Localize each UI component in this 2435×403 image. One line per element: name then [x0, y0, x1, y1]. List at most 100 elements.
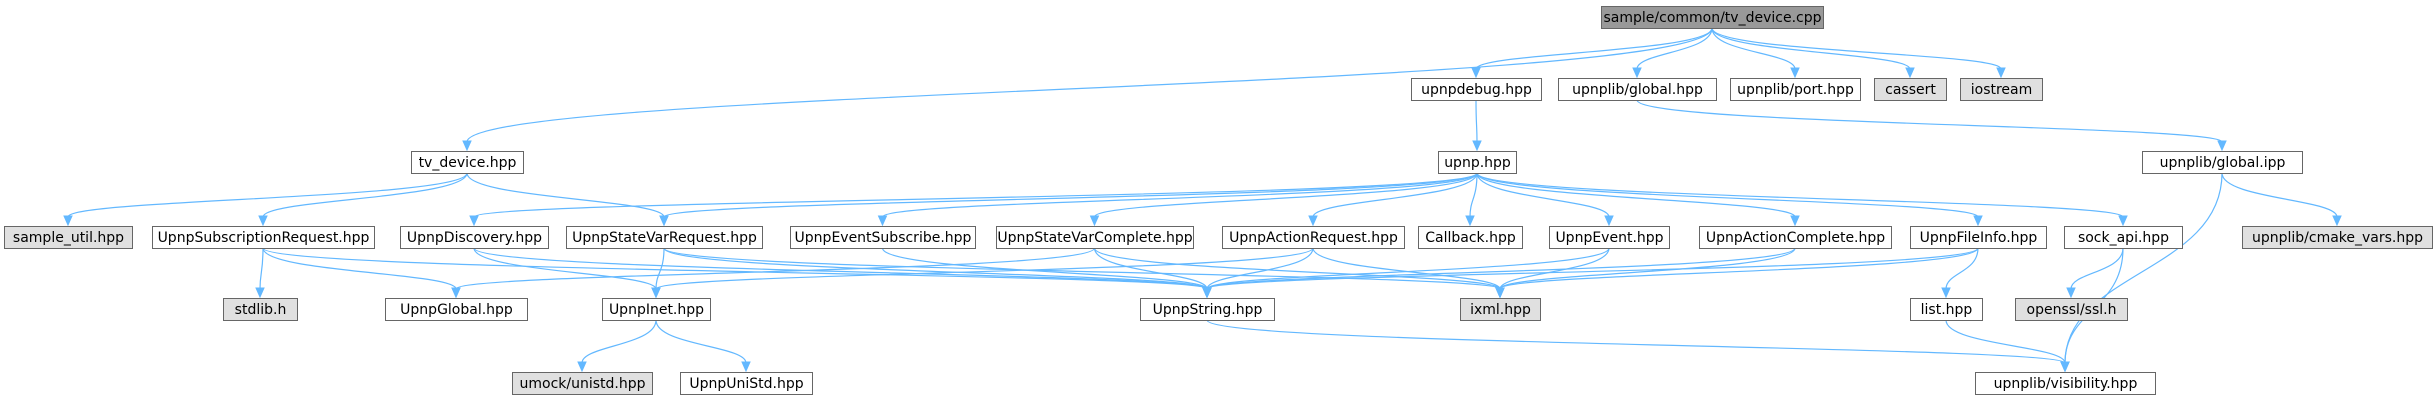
edge-line: [2221, 172, 2338, 218]
node-sock-api[interactable]: sock_api.hpp: [2064, 226, 2183, 249]
node-upnpstatevarcomplete[interactable]: UpnpStateVarComplete.hpp: [996, 226, 1194, 249]
node-callback[interactable]: Callback.hpp: [1418, 226, 1523, 249]
node-upnpdiscovery[interactable]: UpnpDiscovery.hpp: [400, 226, 549, 249]
edge-arrowhead: [462, 140, 472, 152]
edge-root-to-upnplib_port: [1711, 27, 1800, 79]
edge-line: [473, 172, 1478, 218]
node-upnpinet[interactable]: UpnpInet.hpp: [602, 298, 711, 321]
edge-upnp_hpp-to-UpnpFileInfo: [1476, 172, 1983, 227]
node-upnpactioncomplete[interactable]: UpnpActionComplete.hpp: [1699, 226, 1892, 249]
edge-arrowhead: [1973, 215, 1983, 227]
node-upnplib-global-ipp[interactable]: upnplib/global.ipp: [2142, 151, 2303, 174]
node-upnpstatevarrequest[interactable]: UpnpStateVarRequest.hpp: [566, 226, 763, 249]
edge-arrowhead: [451, 287, 461, 299]
node-visibility[interactable]: upnplib/visibility.hpp: [1975, 372, 2156, 395]
edge-line: [1476, 172, 1796, 218]
edge-line: [663, 247, 1208, 290]
node-root[interactable]: sample/common/tv_device.cpp: [1601, 6, 1824, 29]
node-upnpevent[interactable]: UpnpEvent.hpp: [1549, 226, 1670, 249]
edge-UpnpActionRequest-to-UpnpInet: [651, 247, 1314, 299]
edge-arrowhead: [877, 215, 888, 227]
node-label: upnplib/global.ipp: [2160, 155, 2286, 171]
edge-UpnpInet-to-UpnpUniStd: [655, 319, 751, 373]
edge-arrowhead: [741, 361, 751, 373]
edge-line: [262, 172, 468, 218]
node-upnpfileinfo[interactable]: UpnpFileInfo.hpp: [1910, 226, 2047, 249]
edge-UpnpInet-to-umock_unistd: [577, 319, 657, 373]
edge-arrowhead: [63, 215, 73, 227]
edge-tv_device_hpp-to-sample_util: [63, 172, 468, 227]
node-box: [790, 226, 976, 249]
edge-arrowhead: [659, 215, 669, 227]
edge-upnplib_global_ipp-to-visibility: [2060, 172, 2223, 373]
edge-line: [881, 172, 1478, 218]
edge-arrowhead: [1905, 67, 1915, 79]
node-label: iostream: [1971, 82, 2033, 98]
edge-line: [1945, 319, 2066, 364]
node-list[interactable]: list.hpp: [1910, 298, 1983, 321]
node-cmake-vars: upnplib/cmake_vars.hpp: [2242, 226, 2433, 249]
node-label: UpnpFileInfo.hpp: [1920, 230, 2038, 246]
edge-line: [2064, 172, 2223, 364]
node-box: [512, 372, 653, 395]
node-box: [400, 226, 549, 249]
edge-UpnpSubscriptionRequest-to-stdlib: [255, 247, 265, 299]
edge-line: [881, 247, 1208, 290]
edge-arrowhead: [1790, 215, 1800, 227]
node-openssl: openssl/ssl.h: [2015, 298, 2128, 321]
edge-line: [1945, 247, 1979, 290]
node-box: [1438, 151, 1517, 174]
node-upnpsubscriptionrequest[interactable]: UpnpSubscriptionRequest.hpp: [152, 226, 375, 249]
node-iostream: iostream: [1960, 78, 2043, 101]
node-label: UpnpEvent.hpp: [1555, 230, 1663, 246]
edge-arrowhead: [1996, 67, 2006, 79]
node-upnpglobal[interactable]: UpnpGlobal.hpp: [385, 298, 528, 321]
node-upnplib-global[interactable]: upnplib/global.hpp: [1558, 78, 1717, 101]
edge-arrowhead: [1941, 287, 1951, 299]
edge-arrowhead: [2060, 361, 2070, 373]
edge-line: [1476, 172, 1979, 218]
node-label: list.hpp: [1921, 302, 1973, 318]
edge-line: [466, 27, 1713, 143]
node-box: [1975, 372, 2156, 395]
node-stdlib: stdlib.h: [223, 298, 298, 321]
edge-list-to-visibility: [1945, 319, 2070, 373]
node-label: UpnpActionRequest.hpp: [1229, 230, 1398, 246]
edge-upnp_hpp-to-UpnpDiscovery: [469, 172, 1478, 227]
edge-line: [2070, 247, 2124, 290]
edge-line: [1476, 172, 2124, 218]
edge-line: [473, 247, 1208, 290]
edge-line: [262, 247, 457, 290]
node-label: UpnpActionComplete.hpp: [1706, 230, 1885, 246]
node-upnpstring[interactable]: UpnpString.hpp: [1140, 298, 1275, 321]
node-label: openssl/ssl.h: [2027, 302, 2117, 318]
node-box: [996, 226, 1194, 249]
node-label: upnplib/cmake_vars.hpp: [2252, 230, 2423, 246]
node-upnplib-port[interactable]: upnplib/port.hpp: [1730, 78, 1861, 101]
edge-line: [1206, 247, 1796, 290]
edge-line: [473, 247, 657, 290]
node-upnpactionrequest[interactable]: UpnpActionRequest.hpp: [1222, 226, 1405, 249]
node-upnpdebug[interactable]: upnpdebug.hpp: [1411, 78, 1542, 101]
node-upnpeventsubscribe[interactable]: UpnpEventSubscribe.hpp: [790, 226, 976, 249]
node-upnp-hpp[interactable]: upnp.hpp: [1438, 151, 1517, 174]
node-tv-device-hpp[interactable]: tv_device.hpp: [411, 151, 524, 174]
edge-line: [655, 247, 665, 290]
node-box: [1874, 78, 1947, 101]
node-upnpunistd[interactable]: UpnpUniStd.hpp: [680, 372, 813, 395]
node-box: [566, 226, 763, 249]
node-box: [223, 298, 298, 321]
edge-UpnpFileInfo-to-ixml: [1495, 247, 1979, 299]
node-box: [1558, 78, 1717, 101]
node-label: UpnpStateVarRequest.hpp: [572, 230, 757, 246]
node-label: upnp.hpp: [1444, 155, 1511, 171]
edge-arrowhead: [2066, 287, 2076, 299]
edge-arrowhead: [1495, 287, 1505, 299]
edge-upnp_hpp-to-UpnpActionComplete: [1476, 172, 1800, 227]
node-label: upnplib/port.hpp: [1737, 82, 1854, 98]
edge-upnp_hpp-to-UpnpEvent: [1476, 172, 1614, 227]
node-box: [1910, 298, 1983, 321]
node-box: [2242, 226, 2433, 249]
edge-arrowhead: [1308, 215, 1318, 227]
edge-UpnpFileInfo-to-UpnpString: [1202, 247, 1979, 299]
